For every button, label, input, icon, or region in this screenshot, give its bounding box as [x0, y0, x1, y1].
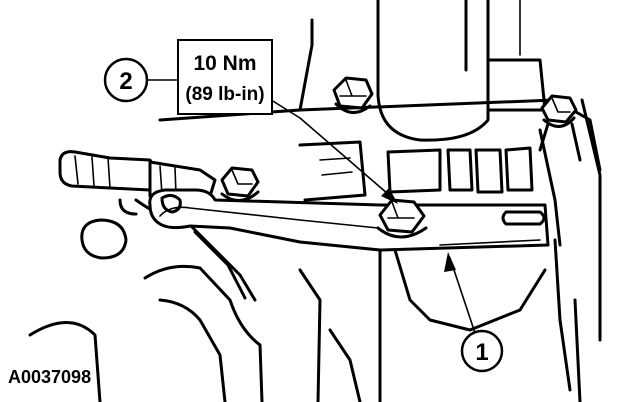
callout-1-circle [460, 329, 504, 373]
callout-2-number: 2 [119, 68, 132, 95]
leader-arrowhead-1 [444, 252, 456, 272]
bolt-left [220, 166, 260, 202]
torque-value-imperial: (89 lb-in) [185, 84, 264, 105]
callout-1-number: 1 [475, 339, 488, 366]
figure-id: A0037098 [8, 367, 91, 387]
leader-line-2 [267, 97, 396, 201]
torque-value-metric: 10 Nm [193, 52, 256, 75]
bolt-top-right [538, 94, 582, 162]
leader-line-1 [449, 257, 479, 343]
torque-spec-box [177, 39, 273, 115]
bracket [148, 188, 550, 252]
engine-housing [28, 0, 602, 402]
shift-cable-assembly [58, 150, 217, 216]
leader-arrowhead-2 [381, 188, 398, 204]
bolt-top-center [332, 76, 374, 114]
torque-bolt [376, 198, 428, 239]
